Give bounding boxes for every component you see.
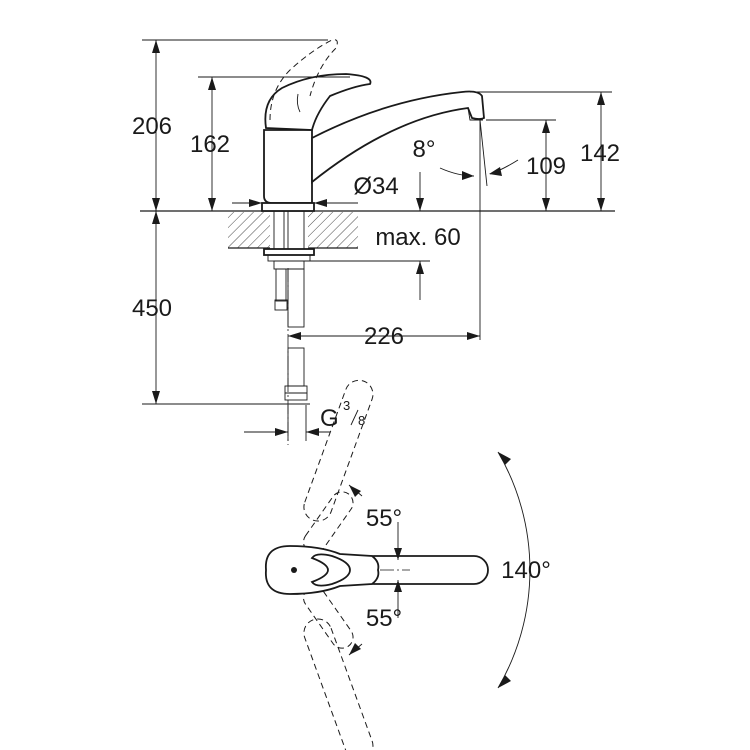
dim-lever-angle-lower: 55° (366, 605, 402, 632)
dim-swivel-range: 140° (501, 557, 551, 584)
fixing-assembly (263, 210, 315, 270)
dim-hose-length: 450 (132, 295, 172, 322)
dim-spout-angle: 8° (413, 136, 436, 163)
faucet-body (261, 90, 485, 212)
lever-indicator-dot (291, 567, 297, 573)
dim-deck-thickness: max. 60 (375, 224, 460, 251)
dim-overall-height: 206 (132, 113, 172, 140)
spout-position-lower (303, 618, 374, 750)
side-view: 206 162 142 109 8° Ø34 max. 60 (132, 39, 620, 445)
dim-thread-denominator: 8 (358, 413, 365, 428)
worktop-section (228, 210, 358, 250)
swivel-arc (497, 451, 531, 689)
spout-top (359, 555, 489, 585)
top-view: 55° 55° 140° (265, 379, 551, 750)
lever-position-lower (303, 586, 354, 649)
lever-head-top (265, 545, 380, 595)
dim-spout-height: 142 (580, 140, 620, 167)
dim-lever-height: 162 (190, 131, 230, 158)
supply-hoses (274, 268, 308, 401)
dim-base-diameter: Ø34 (353, 173, 398, 200)
lever-position-upper (303, 491, 354, 554)
dim-lever-angle-upper: 55° (366, 505, 402, 532)
lever-handle (264, 39, 372, 131)
spout-position-upper (303, 379, 374, 522)
dim-connection-thread: G (320, 405, 339, 432)
dim-spout-reach: 226 (364, 323, 404, 350)
dim-outlet-height: 109 (526, 153, 566, 180)
dim-thread-numerator: 3 (343, 398, 350, 413)
